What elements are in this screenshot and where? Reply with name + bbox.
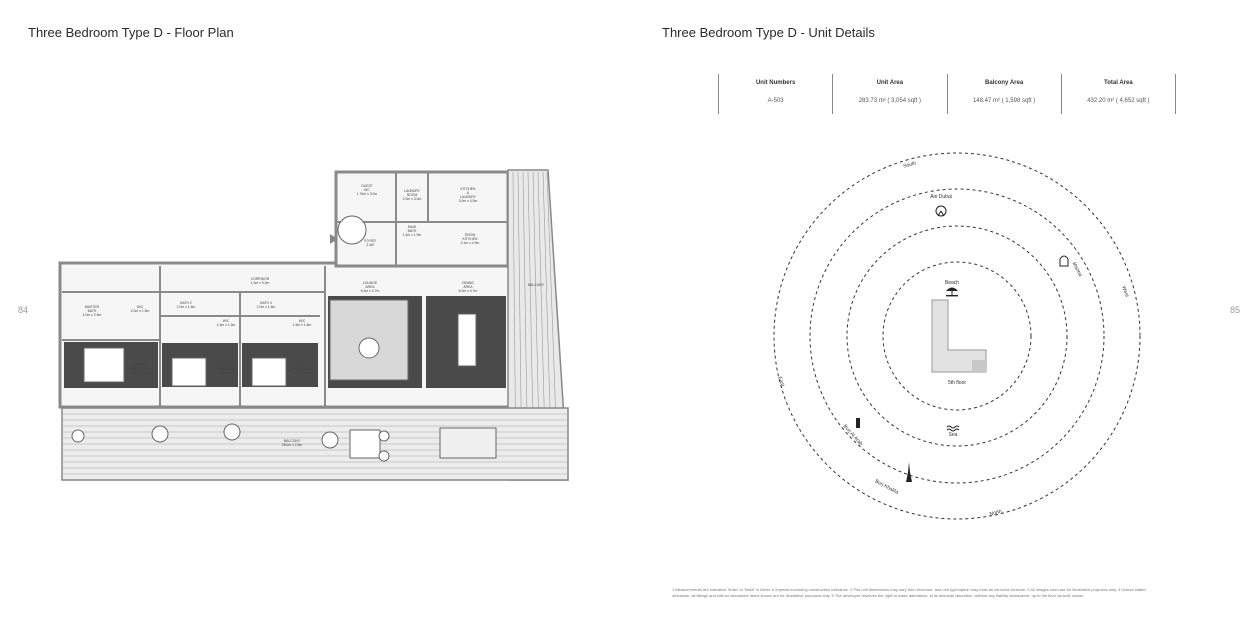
orientation-diagram: 5th floor South North West East Ain Duba… (773, 152, 1141, 520)
ring-inner (882, 261, 1032, 411)
unit-details-table: Unit Numbers A-503 Unit Area 283.73 m² (… (718, 74, 1176, 114)
balcony-table (349, 429, 381, 459)
bed-2 (171, 357, 207, 387)
ferris-wheel-icon (935, 205, 947, 217)
landmark-burj-al-arab: Burj Al Arab (842, 424, 864, 448)
burj-khalifa-icon (906, 462, 912, 482)
landmark-marina: Marina (1071, 261, 1084, 278)
value-unit-area: 283.73 m² ( 3,054 sqft ) (858, 98, 922, 104)
col-total-area: Total Area 432.20 m² ( 4,652 sqft ) (1060, 74, 1176, 114)
ring-3 (809, 188, 1105, 484)
direction-north: North (989, 509, 1003, 518)
col-balcony-area: Balcony Area 148.47 m² ( 1,598 sqft ) (946, 74, 1061, 114)
room-balcony-side: BALCONY (528, 283, 545, 287)
floor-plan-title: Three Bedroom Type D - Floor Plan (28, 25, 234, 40)
direction-east: East (776, 376, 785, 388)
landmark-ain-dubai: Ain Dubai (930, 194, 952, 200)
balcony-dining (439, 427, 497, 459)
floor-label: 5th floor (948, 380, 966, 386)
col-unit-area: Unit Area 283.73 m² ( 3,054 sqft ) (832, 74, 946, 114)
footnote: 1 Measurements are indicative 'finish' t… (672, 587, 1146, 598)
bed-master (83, 347, 125, 383)
value-balcony-area: 148.47 m² ( 1,598 sqft ) (972, 98, 1036, 104)
direction-south: South (903, 160, 917, 169)
dining-table (457, 313, 477, 367)
landmark-beach: Beach (945, 280, 959, 286)
header-unit-area: Unit Area (876, 80, 904, 86)
col-unit-numbers: Unit Numbers A-503 (718, 74, 832, 114)
building-footprint (931, 299, 987, 373)
page-number-left: 84 (18, 305, 29, 315)
header-balcony-area: Balcony Area (985, 80, 1024, 86)
value-total-area: 432.20 m² ( 4,652 sqft ) (1087, 98, 1150, 104)
bed-3 (251, 357, 287, 387)
landmark-burj-khalifa: Burj Khalifa (874, 478, 900, 495)
direction-west: West (1120, 285, 1130, 298)
header-unit-numbers: Unit Numbers (755, 80, 796, 86)
coffee-table (358, 337, 380, 359)
foyer-circle (337, 215, 367, 245)
beach-umbrella-icon (946, 287, 958, 297)
ring-2 (846, 225, 1068, 447)
value-unit-number: A-503 (767, 98, 784, 104)
sea-waves-icon (946, 425, 960, 432)
page-number-right: 85 (1230, 305, 1241, 315)
burj-al-arab-icon (856, 418, 860, 428)
entry-arrow-icon (330, 234, 338, 244)
header-total-area: Total Area (1104, 80, 1133, 86)
unit-details-title: Three Bedroom Type D - Unit Details (662, 25, 875, 40)
marina-icon (1059, 255, 1069, 267)
landmark-sea: Sea (949, 432, 958, 438)
ring-outer (773, 152, 1141, 520)
